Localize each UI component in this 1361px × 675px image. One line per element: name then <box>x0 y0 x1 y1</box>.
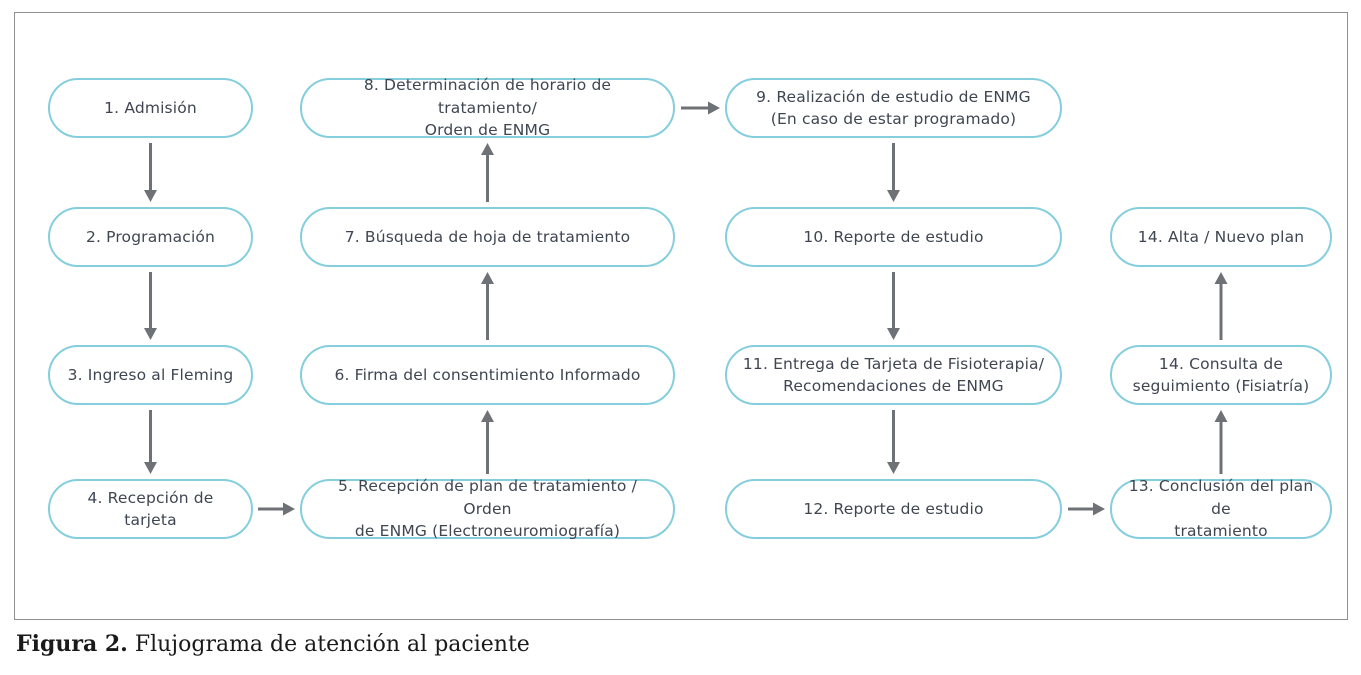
flow-node-label: 11. Entrega de Tarjeta de Fisioterapia/ … <box>742 354 1045 395</box>
figure-caption-text: Flujograma de atención al paciente <box>127 632 530 657</box>
flow-node-7[interactable]: 7. Búsqueda de hoja de tratamiento <box>300 207 675 267</box>
flow-node-label: 5. Recepción de plan de tratamiento / Or… <box>337 477 638 541</box>
figure-caption-label: Figura 2. <box>16 631 128 657</box>
flow-node-label: 14. Consulta de seguimiento (Fisiatría) <box>1132 354 1310 395</box>
flow-node-9[interactable]: 9. Realización de estudio de ENMG (En ca… <box>725 78 1062 138</box>
flow-node-label: 1. Admisión <box>104 98 197 117</box>
flow-node-3[interactable]: 3. Ingreso al Fleming <box>48 345 253 405</box>
flow-node-5[interactable]: 5. Recepción de plan de tratamiento / Or… <box>300 477 675 540</box>
flow-node-label: 8. Determinación de horario de tratamien… <box>363 76 612 140</box>
flow-node-label: 9. Realización de estudio de ENMG (En ca… <box>756 87 1031 128</box>
flow-node-6[interactable]: 6. Firma del consentimiento Informado <box>300 345 675 405</box>
flow-node-8[interactable]: 8. Determinación de horario de tratamien… <box>300 76 675 139</box>
flow-node-10[interactable]: 10. Reporte de estudio <box>725 207 1062 267</box>
flow-node-label: 13. Conclusión del plan de tratamiento <box>1128 477 1314 541</box>
flow-node-label: 4. Recepción de tarjeta <box>87 488 214 529</box>
flow-node-label: 3. Ingreso al Fleming <box>67 365 234 384</box>
flow-node-14[interactable]: 14. Consulta de seguimiento (Fisiatría) <box>1110 345 1332 405</box>
flow-node-label: 7. Búsqueda de hoja de tratamiento <box>344 227 631 246</box>
figure-caption: Figura 2. Flujograma de atención al paci… <box>16 630 1346 660</box>
flow-node-12[interactable]: 12. Reporte de estudio <box>725 479 1062 539</box>
flow-node-2[interactable]: 2. Programación <box>48 207 253 267</box>
flow-node-11[interactable]: 11. Entrega de Tarjeta de Fisioterapia/ … <box>725 345 1062 405</box>
flow-node-label: 10. Reporte de estudio <box>803 227 984 246</box>
flow-node-14[interactable]: 14. Alta / Nuevo plan <box>1110 207 1332 267</box>
flow-node-13[interactable]: 13. Conclusión del plan de tratamiento <box>1110 477 1332 540</box>
flow-node-label: 6. Firma del consentimiento Informado <box>334 365 641 384</box>
flow-node-4[interactable]: 4. Recepción de tarjeta <box>48 479 253 539</box>
flow-node-label: 14. Alta / Nuevo plan <box>1137 227 1305 246</box>
flow-node-label: 12. Reporte de estudio <box>803 499 984 518</box>
flow-node-1[interactable]: 1. Admisión <box>48 78 253 138</box>
flow-node-label: 2. Programación <box>85 227 216 246</box>
